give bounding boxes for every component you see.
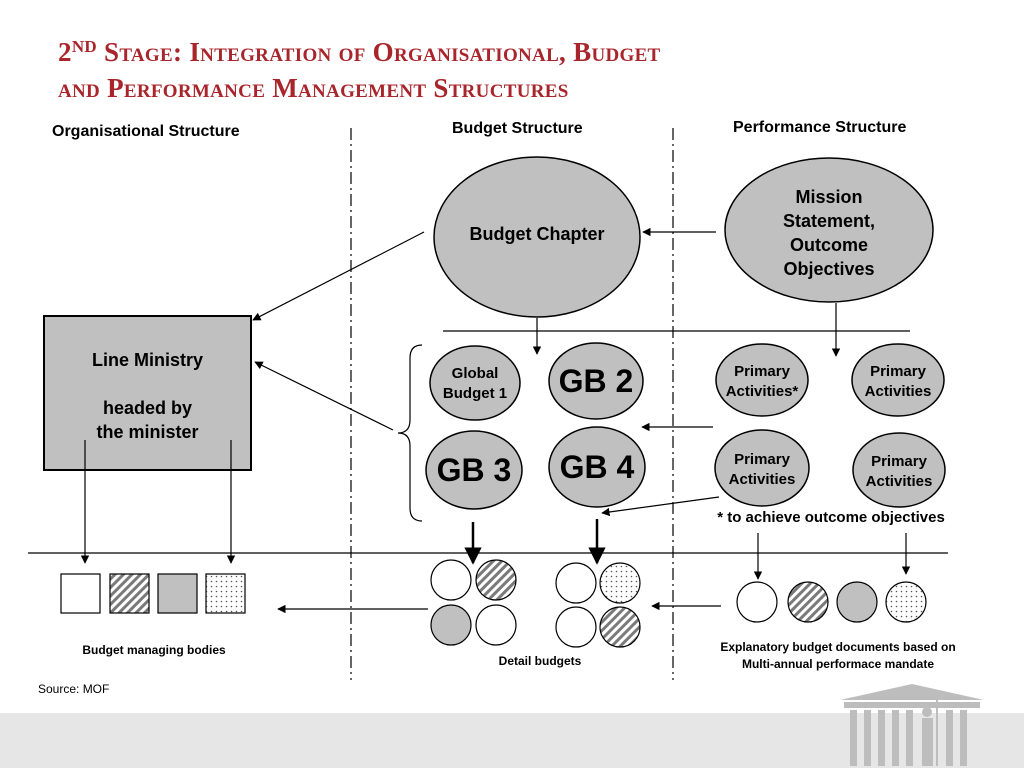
title-stage-number: 2 bbox=[58, 37, 72, 67]
gb1-ellipse bbox=[429, 345, 521, 421]
line-ministry-subtitle-2: the minister bbox=[96, 422, 199, 442]
mission-ellipse bbox=[724, 157, 934, 303]
budget-chapter-ellipse bbox=[433, 156, 641, 318]
gb4-label: GB 4 bbox=[559, 449, 635, 485]
primary-bottom-left-ellipse bbox=[714, 429, 810, 507]
primary-star-label: Primary Activities* bbox=[725, 363, 799, 400]
slide-title: 2ND Stage: Integration of Organisational… bbox=[58, 34, 958, 106]
detail-circle-white bbox=[555, 562, 597, 604]
body-square-white bbox=[60, 573, 101, 614]
parliament-logo-icon bbox=[840, 684, 984, 766]
column-header-organisational: Organisational Structure bbox=[52, 123, 240, 140]
detail-budgets-label: Detail budgets bbox=[498, 654, 582, 668]
detail-circle-white bbox=[555, 606, 597, 648]
primary-top-right-ellipse bbox=[851, 343, 945, 417]
line-ministry-label: Line Ministry headed by the minister bbox=[44, 348, 251, 444]
primary-bottom-left-label: Primary Activities bbox=[728, 451, 796, 488]
title-line1: Stage: Integration of Organisational, Bu… bbox=[104, 37, 661, 67]
line-ministry-subtitle: headed by bbox=[102, 398, 193, 418]
budget-chapter-label: Budget Chapter bbox=[469, 224, 605, 244]
detail-circle-dotted bbox=[599, 562, 641, 604]
explanatory-line1: Explanatory budget documents based on bbox=[720, 640, 956, 654]
line-ministry-box bbox=[43, 315, 252, 471]
explanatory-label: Explanatory budget documents based on Mu… bbox=[688, 639, 988, 673]
doc-circle-white bbox=[736, 581, 778, 623]
primary-bottom-right-ellipse bbox=[852, 432, 946, 508]
arrow-brace-to-ministry bbox=[254, 361, 394, 431]
primary-top-right-label: Primary Activities bbox=[864, 363, 932, 400]
line-ministry-title: Line Ministry bbox=[91, 350, 203, 370]
primary-bottom-right-label: Primary Activities bbox=[865, 453, 933, 490]
body-square-dotted bbox=[205, 573, 246, 614]
detail-circle-white bbox=[475, 604, 517, 646]
gb2-label: GB 2 bbox=[558, 363, 634, 399]
footnote: * to achieve outcome objectives bbox=[717, 509, 945, 526]
gb2-ellipse bbox=[548, 342, 644, 420]
body-square-gray bbox=[157, 573, 198, 614]
budget-managing-bodies-label: Budget managing bodies bbox=[82, 643, 226, 657]
column-header-budget: Budget Structure bbox=[452, 120, 583, 137]
detail-circle-gray bbox=[430, 604, 472, 646]
explanatory-line2: Multi-annual performace mandate bbox=[741, 657, 935, 671]
source-note: Source: MOF bbox=[38, 682, 110, 696]
gb3-ellipse bbox=[425, 430, 523, 510]
gb1-label: Global Budget 1 bbox=[442, 365, 508, 402]
arrow-chapter-to-ministry bbox=[252, 231, 425, 321]
doc-circle-gray bbox=[836, 581, 878, 623]
primary-star-ellipse bbox=[715, 343, 809, 417]
arrow-primary-to-gb4 bbox=[601, 496, 720, 517]
column-header-performance: Performance Structure bbox=[733, 119, 907, 136]
gb4-ellipse bbox=[548, 426, 646, 508]
gb3-label: GB 3 bbox=[436, 452, 512, 488]
detail-circle-white bbox=[430, 559, 472, 601]
title-line2: and Performance Management Structures bbox=[58, 73, 569, 103]
doc-circle-dotted bbox=[885, 581, 927, 623]
detail-circle-hatched bbox=[475, 559, 517, 601]
body-square-hatched bbox=[109, 573, 150, 614]
title-stage-suffix: ND bbox=[71, 37, 97, 56]
detail-circle-hatched bbox=[599, 606, 641, 648]
doc-circle-hatched bbox=[787, 581, 829, 623]
brace bbox=[397, 344, 423, 522]
mission-label: Mission Statement, Outcome Objectives bbox=[782, 187, 876, 279]
